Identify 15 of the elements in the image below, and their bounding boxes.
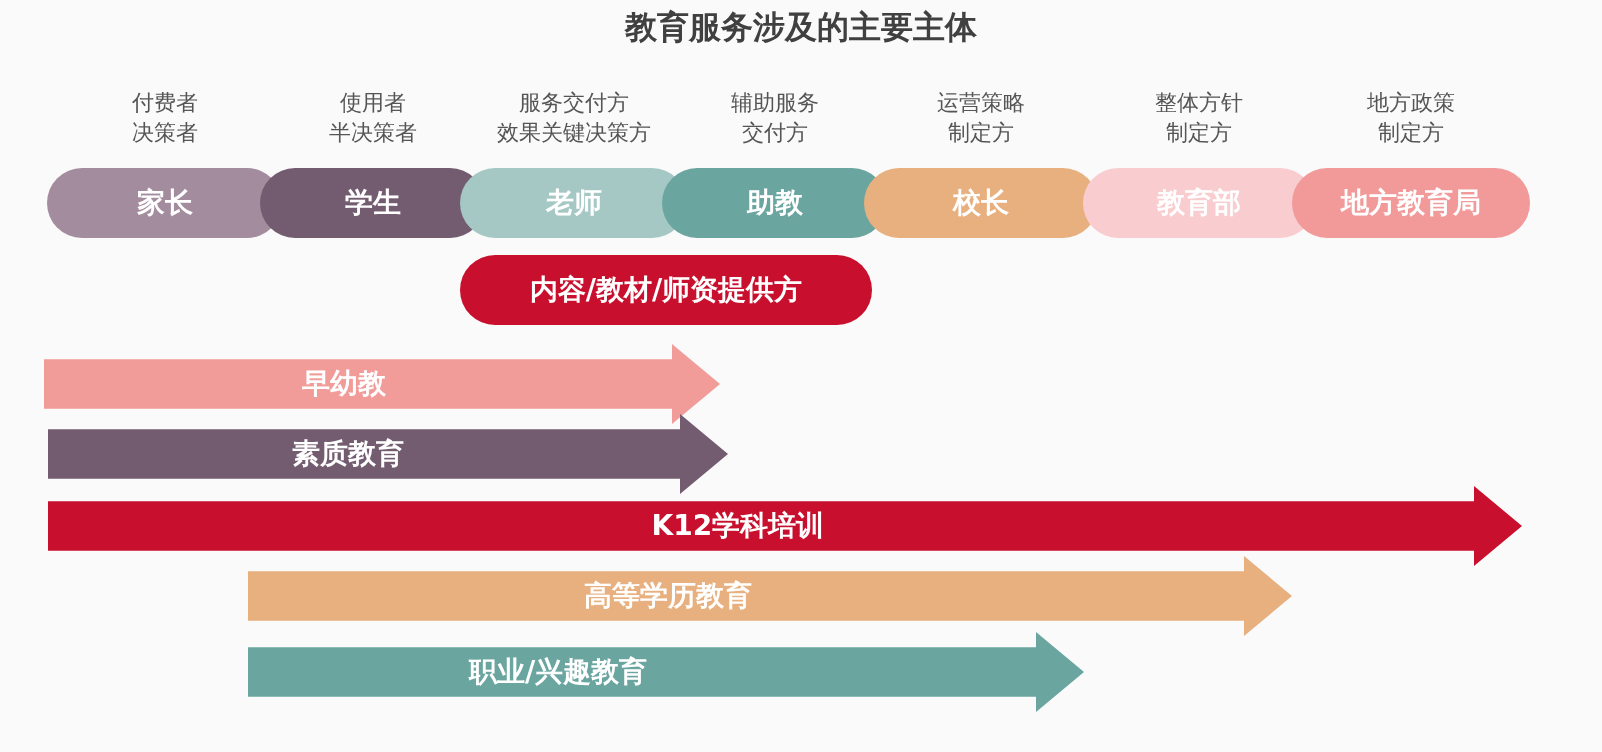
role-label: 整体方针制定方 xyxy=(1154,89,1244,147)
band-label: 职业/兴趣教育 xyxy=(469,654,648,690)
band-label: K12学科培训 xyxy=(651,508,825,544)
band-label: 高等学历教育 xyxy=(584,578,752,614)
role-label: 地方政策制定方 xyxy=(1366,89,1456,147)
band-label: 早幼教 xyxy=(302,366,386,402)
role-label: 服务交付方效果关键决策方 xyxy=(495,89,652,147)
role-label: 使用者半决策者 xyxy=(327,89,418,147)
role-label: 运营策略制定方 xyxy=(936,89,1026,147)
stakeholder-pill: 内容/教材/师资提供方 xyxy=(460,255,872,325)
band-label: 素质教育 xyxy=(292,436,404,472)
stakeholder-pill: 地方教育局 xyxy=(1292,168,1530,238)
role-label: 付费者决策者 xyxy=(130,89,199,147)
chart-title: 教育服务涉及的主要主体 xyxy=(623,7,978,48)
role-label: 辅助服务交付方 xyxy=(729,89,820,147)
